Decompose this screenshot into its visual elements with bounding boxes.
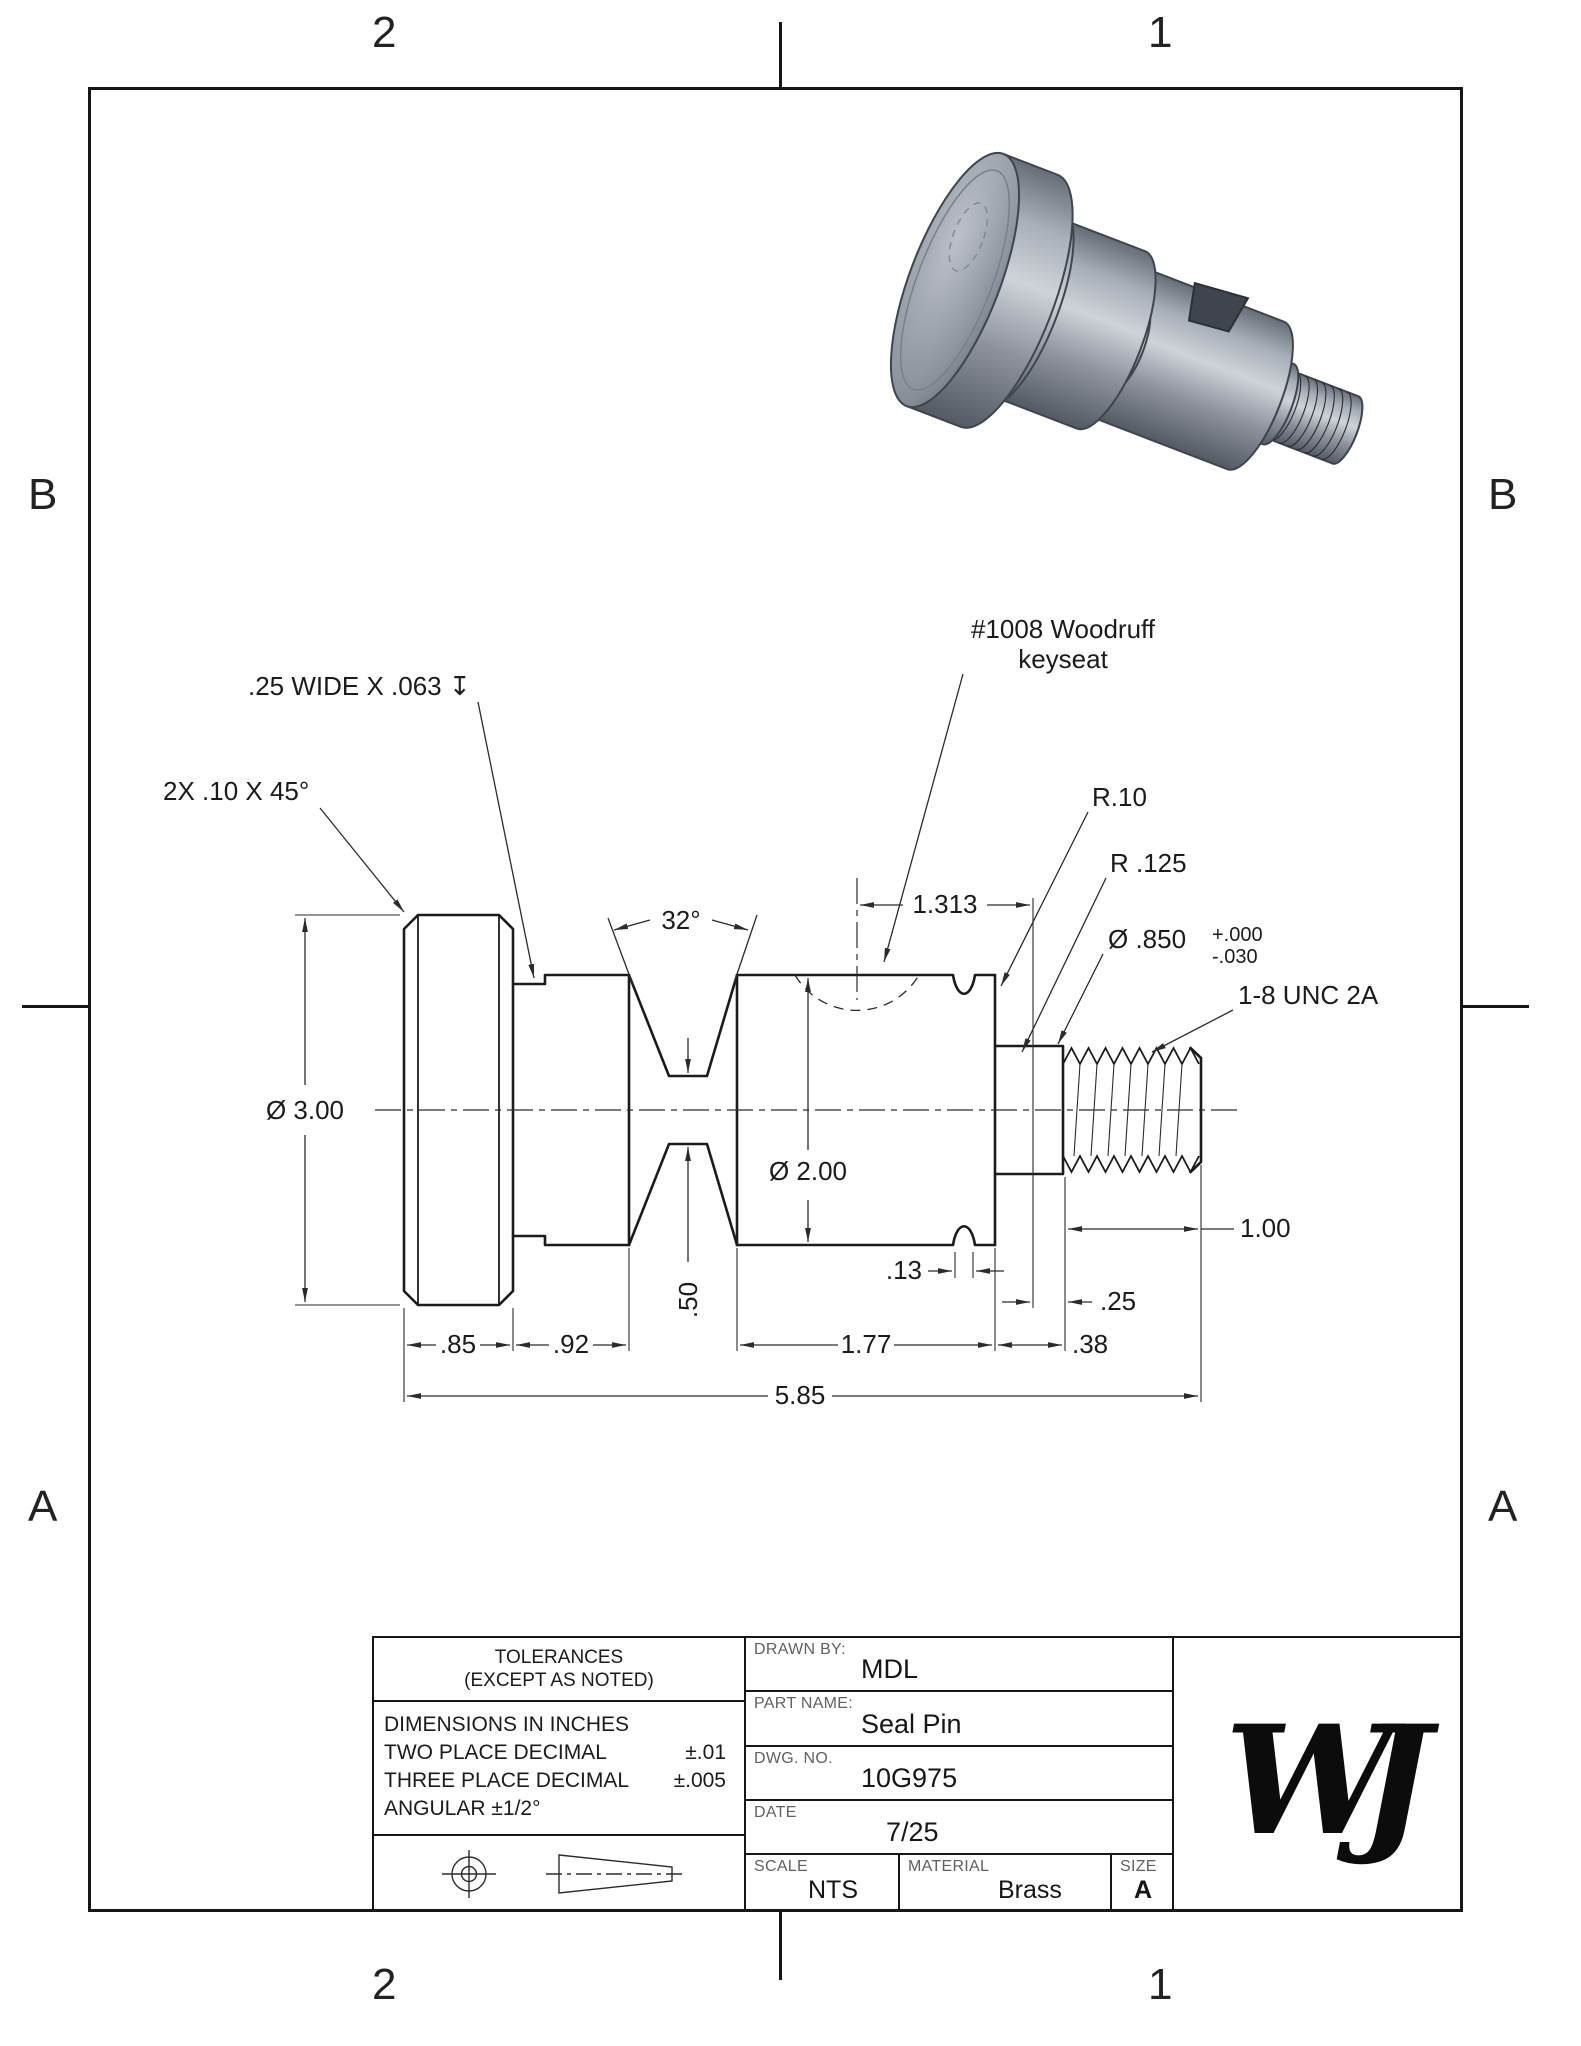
part-name-row: PART NAME: Seal Pin xyxy=(746,1692,1174,1747)
note-keyseat-1: #1008 Woodruff xyxy=(971,614,1156,644)
part-side-view xyxy=(375,878,1243,1307)
date-label: DATE xyxy=(754,1804,797,1821)
dimensions: Ø 3.00 2X .10 X 45° .25 WIDE X .063 ↧ 32… xyxy=(163,614,1379,1410)
dim-38: .38 xyxy=(1072,1329,1108,1359)
iso-thread-lines xyxy=(1270,372,1352,460)
dim-radius-125: R .125 xyxy=(1110,848,1187,878)
sheet-border xyxy=(88,87,1463,1912)
two-place-value: ±.01 xyxy=(685,1741,726,1764)
third-angle-projection-symbol xyxy=(442,1850,686,1898)
dwg-no-value: 10G975 xyxy=(861,1763,958,1793)
iso-medium-cylinder xyxy=(985,215,1157,431)
zone-label-bottom-1: 1 xyxy=(1148,1960,1173,2009)
dim-radius-10: R.10 xyxy=(1092,782,1147,812)
material-value: Brass xyxy=(998,1876,1062,1904)
dim-groove-diameter: Ø .850 xyxy=(1108,924,1186,954)
tolerances-header: TOLERANCES (EXCEPT AS NOTED) xyxy=(374,1638,746,1702)
scale-cell: SCALE NTS xyxy=(746,1855,900,1911)
size-value: A xyxy=(1134,1876,1153,1904)
tolerances-title: TOLERANCES xyxy=(494,1647,624,1668)
three-place-label: THREE PLACE DECIMAL xyxy=(384,1769,630,1792)
dim-body-length: 1.77 xyxy=(841,1329,892,1359)
two-place-label: TWO PLACE DECIMAL xyxy=(384,1741,607,1764)
date-row: DATE 7/25 xyxy=(746,1801,1174,1855)
size-label: SIZE xyxy=(1120,1858,1157,1875)
dim-thread-length: 1.00 xyxy=(1240,1213,1291,1243)
angular-tolerance: ANGULAR ±1/2° xyxy=(384,1797,541,1820)
dwg-no-row: DWG. NO. 10G975 xyxy=(746,1747,1174,1801)
dim-groove-tol-minus: -.030 xyxy=(1212,946,1258,968)
material-cell: MATERIAL Brass xyxy=(900,1855,1112,1911)
dim-body-diameter: Ø 2.00 xyxy=(769,1156,847,1186)
three-place-value: ±.005 xyxy=(673,1769,726,1792)
iso-flange-face xyxy=(889,151,1021,409)
zone-tick-top xyxy=(779,22,782,88)
title-block: TOLERANCES (EXCEPT AS NOTED) DIMENSIONS … xyxy=(372,1636,1463,1912)
drawn-by-row: DRAWN BY: MDL xyxy=(746,1638,1174,1692)
zone-tick-left xyxy=(22,1005,88,1008)
dim-groove-tol-plus: +.000 xyxy=(1212,924,1263,946)
date-value: 7/25 xyxy=(886,1817,939,1847)
part-name-label: PART NAME: xyxy=(754,1695,854,1712)
zone-label-right-b: B xyxy=(1488,470,1518,519)
zone-label-top-1: 1 xyxy=(1148,8,1173,57)
note-face-groove: .25 WIDE X .063 ↧ xyxy=(248,671,471,701)
material-label: MATERIAL xyxy=(908,1858,990,1875)
drawn-by-label: DRAWN BY: xyxy=(754,1641,846,1658)
scale-material-size-row: SCALE NTS MATERIAL Brass SIZE A xyxy=(746,1855,1174,1911)
tolerances-subtitle: (EXCEPT AS NOTED) xyxy=(464,1670,654,1691)
dim-keyseat-position: 1.313 xyxy=(912,889,977,919)
part-name-value: Seal Pin xyxy=(861,1709,962,1739)
zone-label-bottom-2: 2 xyxy=(372,1960,397,2009)
dim-groove-width: .13 xyxy=(886,1255,922,1285)
zone-label-right-a: A xyxy=(1488,1482,1518,1531)
scale-label: SCALE xyxy=(754,1858,808,1875)
zone-tick-bottom xyxy=(779,1910,782,1980)
projection-symbol-cell xyxy=(374,1836,746,1911)
dim-total-length: 5.85 xyxy=(775,1380,826,1410)
drawn-by-value: MDL xyxy=(861,1654,919,1684)
dim-thread-spec: 1-8 UNC 2A xyxy=(1238,980,1379,1010)
dim-25: .25 xyxy=(1100,1286,1136,1316)
note-dimensions-inches: DIMENSIONS IN INCHES xyxy=(384,1713,630,1736)
zone-label-left-a: A xyxy=(28,1482,58,1531)
dim-taper-angle: 32° xyxy=(661,905,700,935)
tolerances-notes: DIMENSIONS IN INCHES TWO PLACE DECIMAL ±… xyxy=(374,1702,746,1836)
zone-label-left-b: B xyxy=(28,470,58,519)
dim-neck-diameter: .50 xyxy=(673,1282,703,1318)
company-logo-cell: WJ xyxy=(1174,1638,1465,1911)
iso-keyseat-slot xyxy=(1187,281,1250,333)
scale-value: NTS xyxy=(808,1876,858,1904)
dim-flange-diameter: Ø 3.00 xyxy=(266,1095,344,1125)
note-chamfer: 2X .10 X 45° xyxy=(163,776,309,806)
note-keyseat-2: keyseat xyxy=(1018,644,1108,674)
dwg-no-label: DWG. NO. xyxy=(754,1750,833,1767)
dim-second-length: .92 xyxy=(553,1329,589,1359)
zone-label-top-2: 2 xyxy=(372,8,397,57)
zone-tick-right xyxy=(1461,1005,1529,1008)
company-logo: WJ xyxy=(1224,1692,1432,1869)
isometric-view xyxy=(889,151,1364,471)
dim-flange-length: .85 xyxy=(440,1329,476,1359)
size-cell: SIZE A xyxy=(1112,1855,1174,1911)
